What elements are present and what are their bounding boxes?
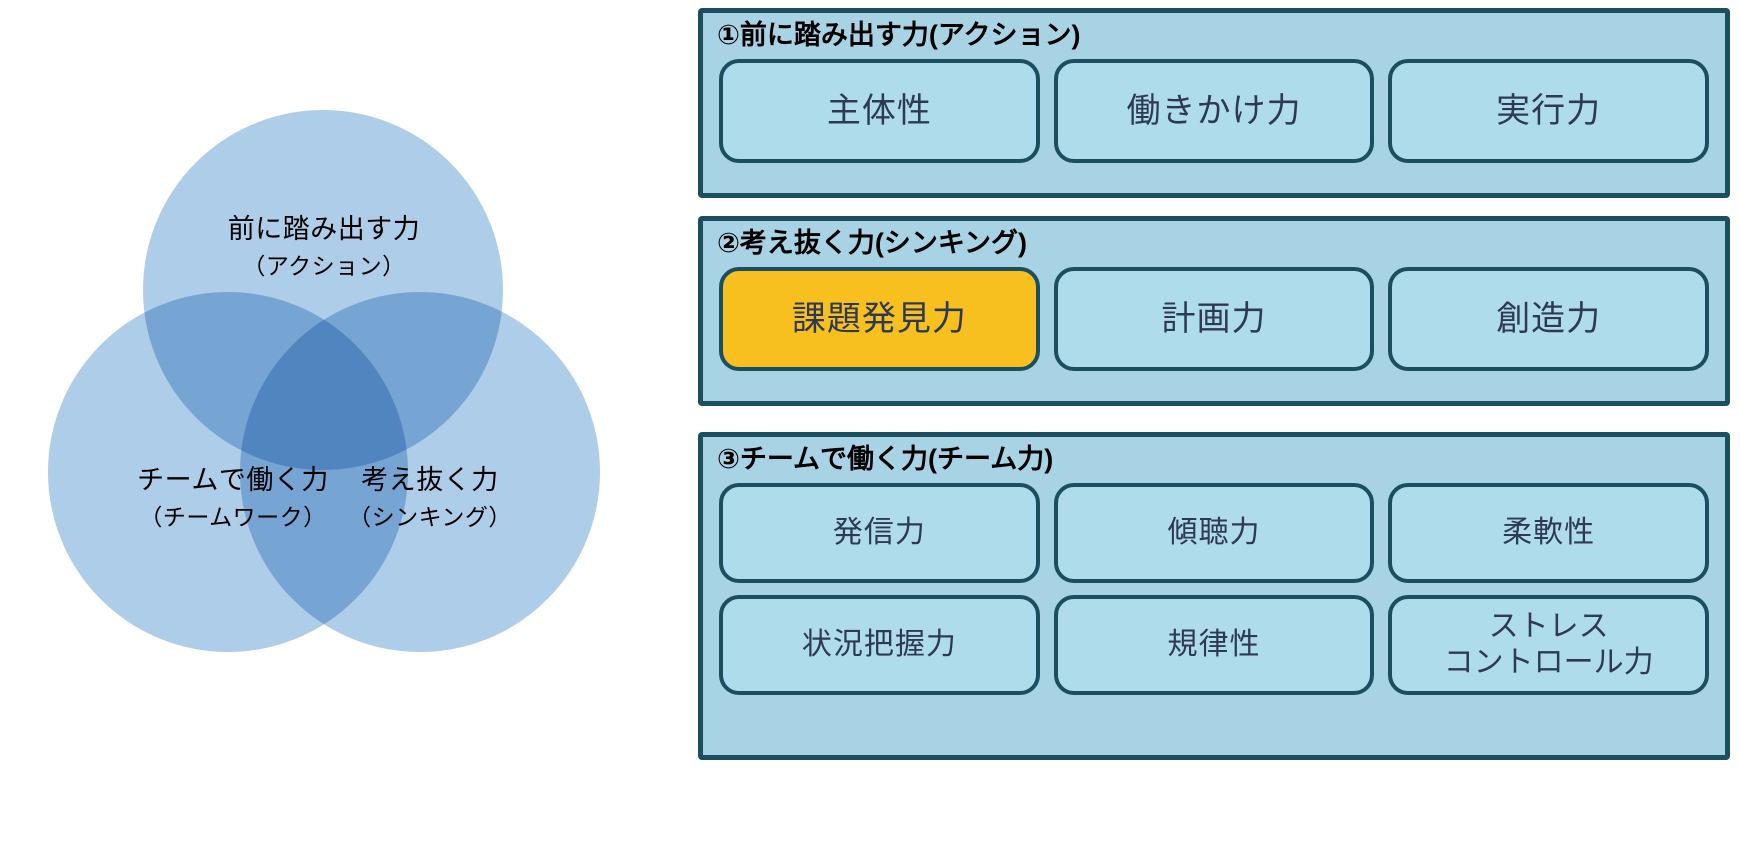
skill-card-stress-control[interactable]: ストレス コントロール力 [1388,594,1710,695]
skill-card-hasshinryoku[interactable]: 発信力 [719,482,1040,583]
capability-groups: ①前に踏み出す力(アクション) 主体性 働きかけ力 実行力 ②考え抜く力(シンキ… [698,8,1730,834]
group-heading-thinking: ②考え抜く力(シンキング) [717,228,1028,258]
group-heading-teamwork: ③チームで働く力(チーム力) [717,444,1054,474]
skill-card-jikkouryoku[interactable]: 実行力 [1388,58,1710,163]
skill-card-juunansei[interactable]: 柔軟性 [1388,482,1710,583]
venn-diagram: 前に踏み出す力 （アクション） チームで働く力 （チームワーク） 考え抜く力 （… [0,0,690,842]
skill-card-hatarakikakeryoku[interactable]: 働きかけ力 [1053,58,1375,163]
skill-card-shutaisei[interactable]: 主体性 [719,58,1040,163]
skill-card-keichouryoku[interactable]: 傾聴力 [1053,482,1375,583]
card-row: 状況把握力 規律性 ストレス コントロール力 [703,594,1725,695]
card-row: 主体性 働きかけ力 実行力 [703,58,1725,163]
venn-diagram-svg [44,106,604,656]
card-row: 課題発見力 計画力 創造力 [703,266,1725,371]
group-panel-teamwork: ③チームで働く力(チーム力) 発信力 傾聴力 柔軟性 状況把握力 規律性 ストレ… [698,432,1730,760]
venn-circle-thinking [236,288,604,656]
skill-card-kiritsusei[interactable]: 規律性 [1053,594,1375,695]
card-row: 発信力 傾聴力 柔軟性 [703,482,1725,583]
group-heading-action: ①前に踏み出す力(アクション) [717,20,1081,50]
skill-card-keikakuryoku[interactable]: 計画力 [1053,266,1375,371]
skill-card-souzouryoku[interactable]: 創造力 [1388,266,1710,371]
skill-card-joukyouhaakuryoku[interactable]: 状況把握力 [719,594,1040,695]
skill-card-kadaihakkenryoku[interactable]: 課題発見力 [719,266,1040,371]
group-panel-thinking: ②考え抜く力(シンキング) 課題発見力 計画力 創造力 [698,216,1730,406]
group-panel-action: ①前に踏み出す力(アクション) 主体性 働きかけ力 実行力 [698,8,1730,198]
